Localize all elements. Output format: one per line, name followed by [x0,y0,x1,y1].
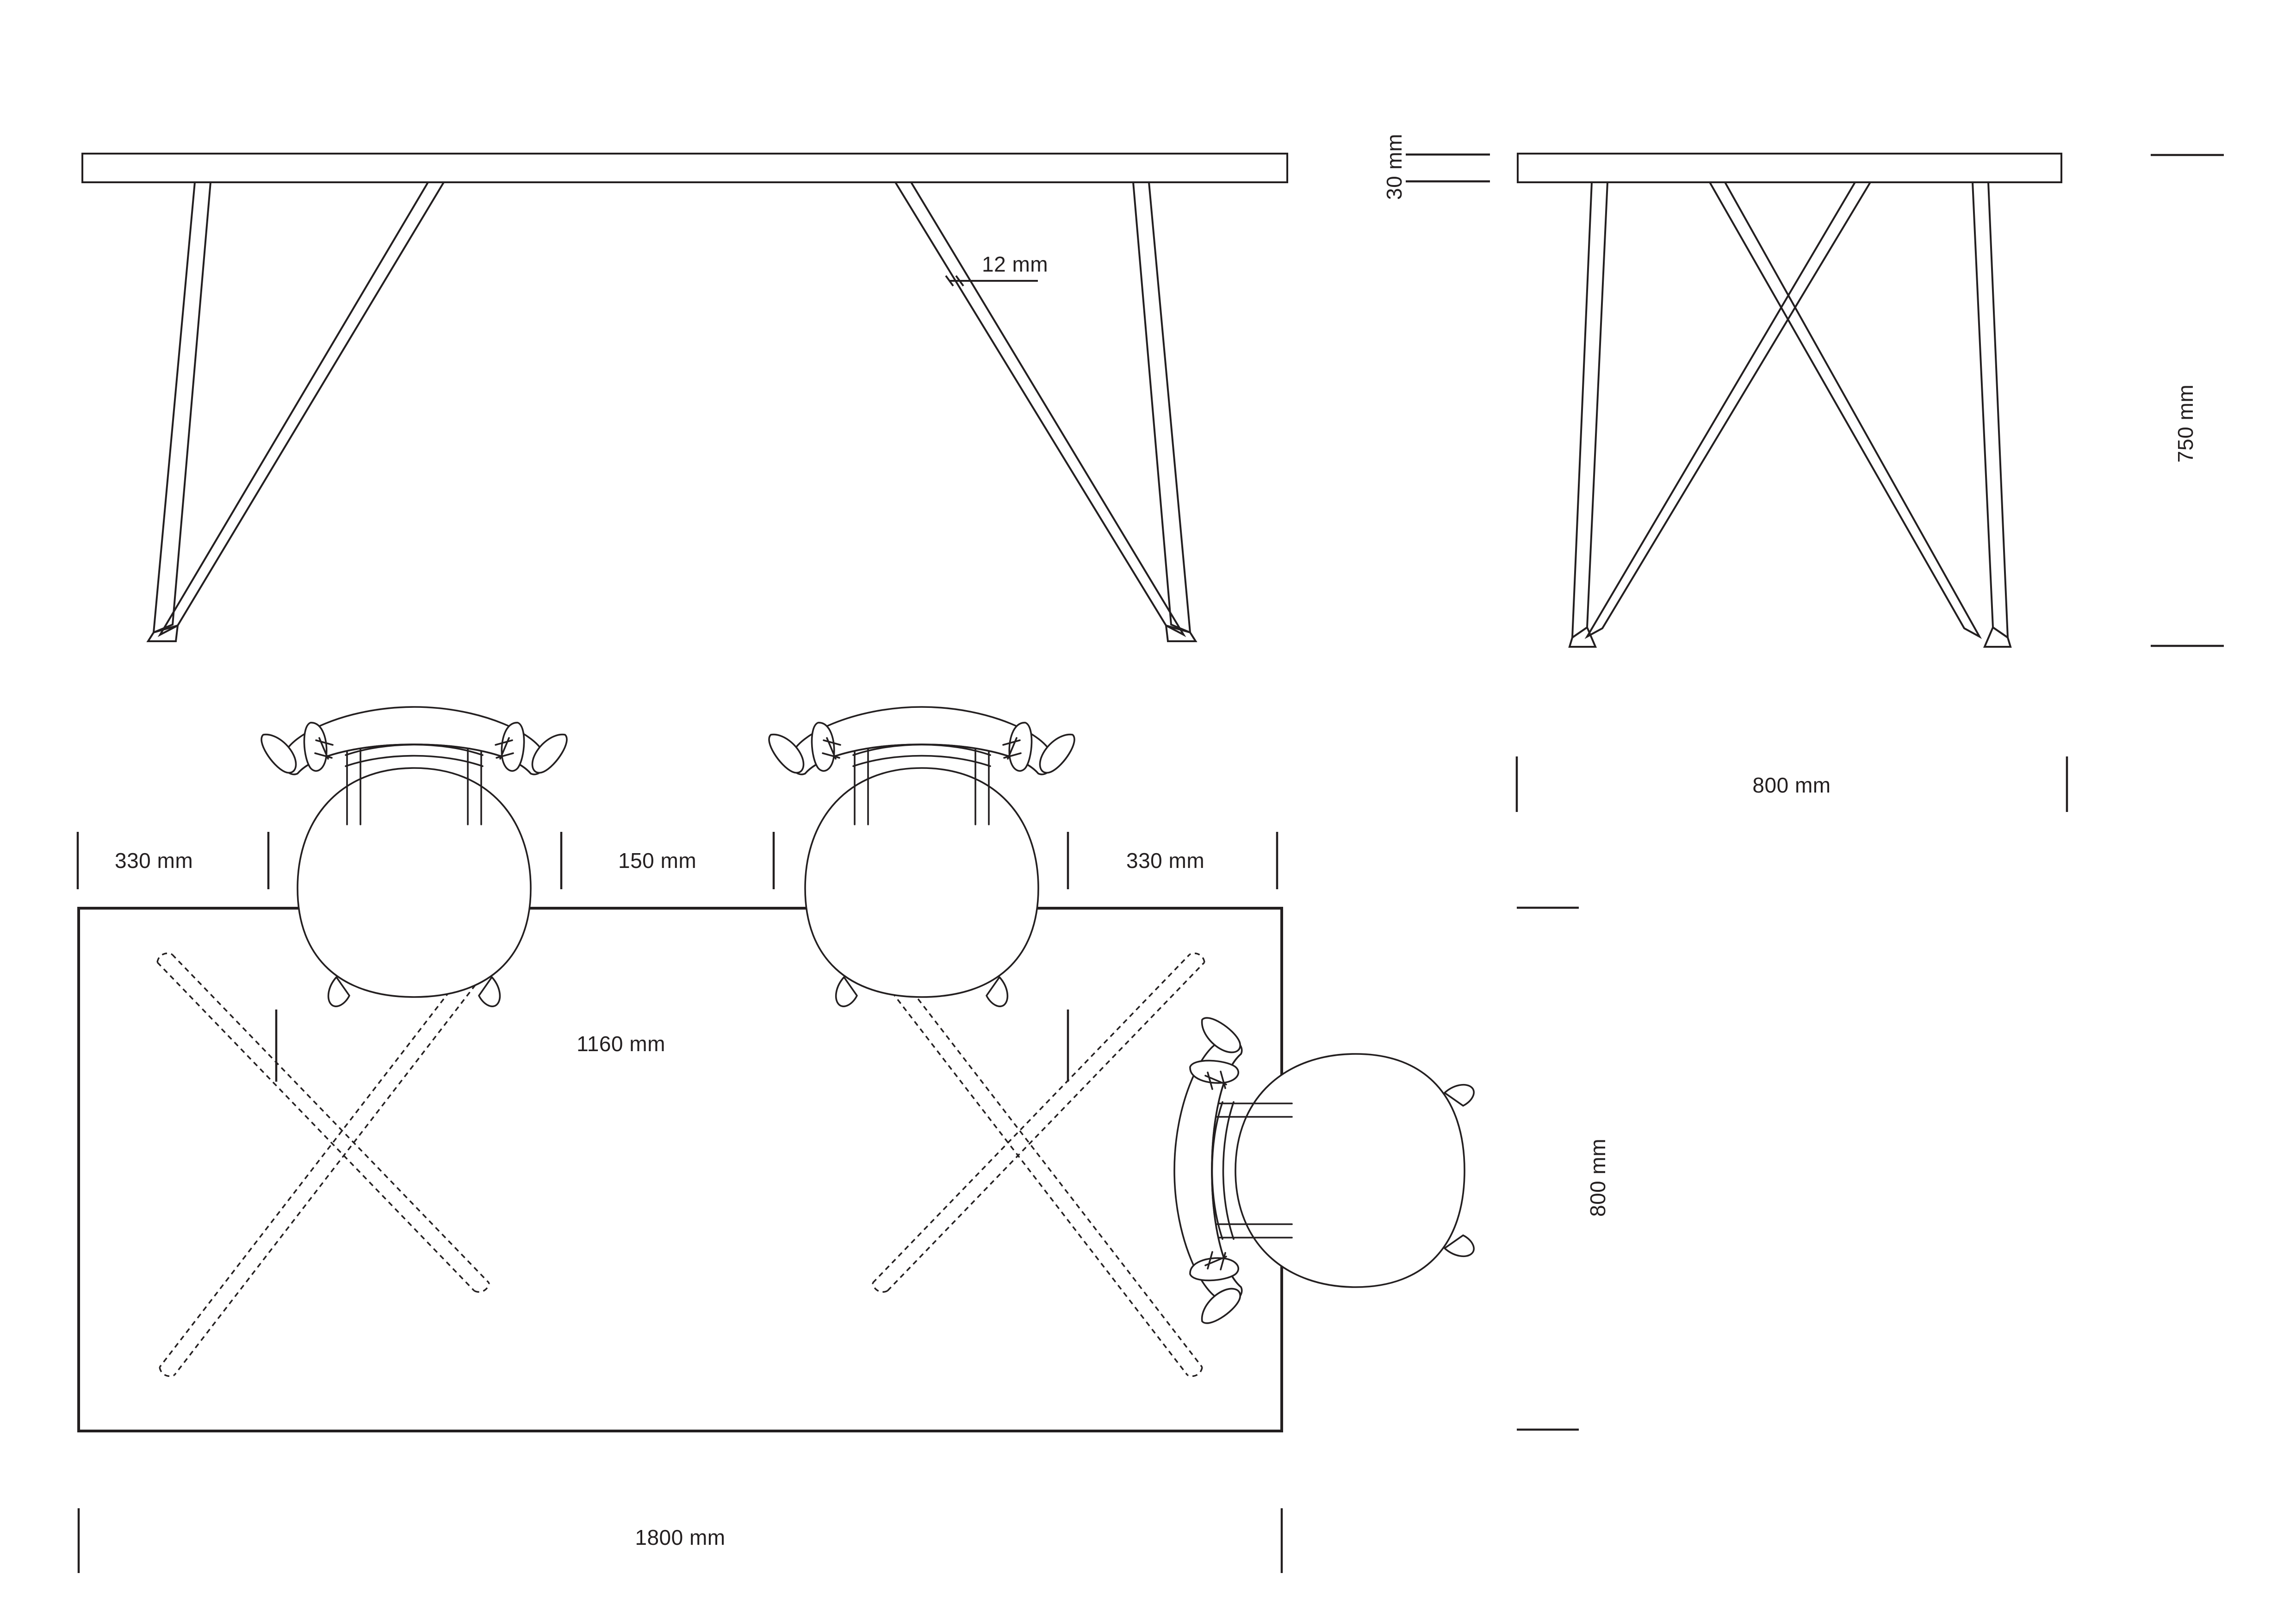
chair-seat [804,767,1039,998]
dimension-marks [76,153,2224,1573]
chair-leg-front-left [835,976,858,1007]
chair-joint-right [495,737,514,760]
chair-spindle-right-inner [1008,722,1033,772]
plan-chair-1 [261,706,568,1007]
front-foot-left [146,624,179,642]
chair-spindle-left-outer [768,733,805,774]
dim-label-30mm: 30 mm [1382,133,1406,200]
front-elevation-view [81,153,1288,642]
chair-spindle-right-inner [501,722,525,772]
chair-rail-lower [345,755,484,767]
chair-seat [297,767,532,998]
chair-spindle-right-inner [1189,1059,1240,1084]
plan-brace-right [872,952,1205,1377]
dim-label-12mm: 12 mm [982,252,1049,276]
chair-leg-front-left [1444,1234,1475,1258]
chair-rail-lower [1222,1101,1235,1240]
chair-spindle-left-outer [261,733,297,774]
chair-spindle-left-inner [811,722,835,772]
leader-tick-a-12mm [945,275,954,287]
chair-rail-lower [852,755,991,767]
side-tabletop [1517,153,2062,183]
chair-leg-front-right [478,976,501,1007]
front-leg-left-rake [157,181,446,638]
side-elevation-view [1517,153,2062,648]
dim-label-800mm-plan-width: 800 mm [1752,773,1831,797]
chair-leg-front-left [327,976,350,1007]
dim-label-150mm: 150 mm [618,849,697,873]
chair-joint-right [1002,737,1022,760]
plan-chair-3 [1173,1017,1475,1324]
chair-joint-left [1204,1251,1227,1270]
dim-label-330mm-right: 330 mm [1126,849,1205,873]
side-brace-down-right [1708,181,1982,639]
chair-leg-front-right [986,976,1009,1007]
chair-spindle-left-inner [303,722,328,772]
front-leg-right-rake [894,181,1186,638]
side-brace-down-left [1584,181,1872,639]
chair-joint-left [314,737,334,760]
chair-joint-right [1204,1071,1227,1090]
dim-label-330mm-left: 330 mm [115,849,193,873]
plan-brace-left [156,952,490,1377]
front-tabletop [81,153,1288,183]
dim-label-750mm: 750 mm [2173,384,2197,463]
dim-label-1160mm: 1160 mm [577,1032,665,1056]
side-leg-outer-left [1571,181,1609,639]
plan-view [77,706,1475,1432]
plan-chair-2 [768,706,1075,1007]
chair-joint-left [822,737,841,760]
chair-spindle-right-outer [1201,1017,1241,1053]
chair-spindle-left-inner [1189,1257,1240,1282]
side-leg-outer-right [1971,181,2009,639]
chair-seat [1235,1053,1465,1288]
dim-label-1800mm: 1800 mm [635,1525,726,1549]
front-foot-right [1165,624,1198,642]
chair-spindle-right-outer [531,733,568,774]
side-foot-outer-right [1983,626,2012,648]
plan-tabletop-outline [77,907,1283,1432]
chair-spindle-right-outer [1039,733,1075,774]
side-foot-outer-left [1568,626,1597,648]
dim-label-800mm-plan-depth: 800 mm [1586,1138,1610,1217]
chair-leg-front-right [1444,1084,1475,1107]
chair-spindle-left-outer [1201,1288,1241,1324]
leader-tick-b-12mm [955,275,964,287]
